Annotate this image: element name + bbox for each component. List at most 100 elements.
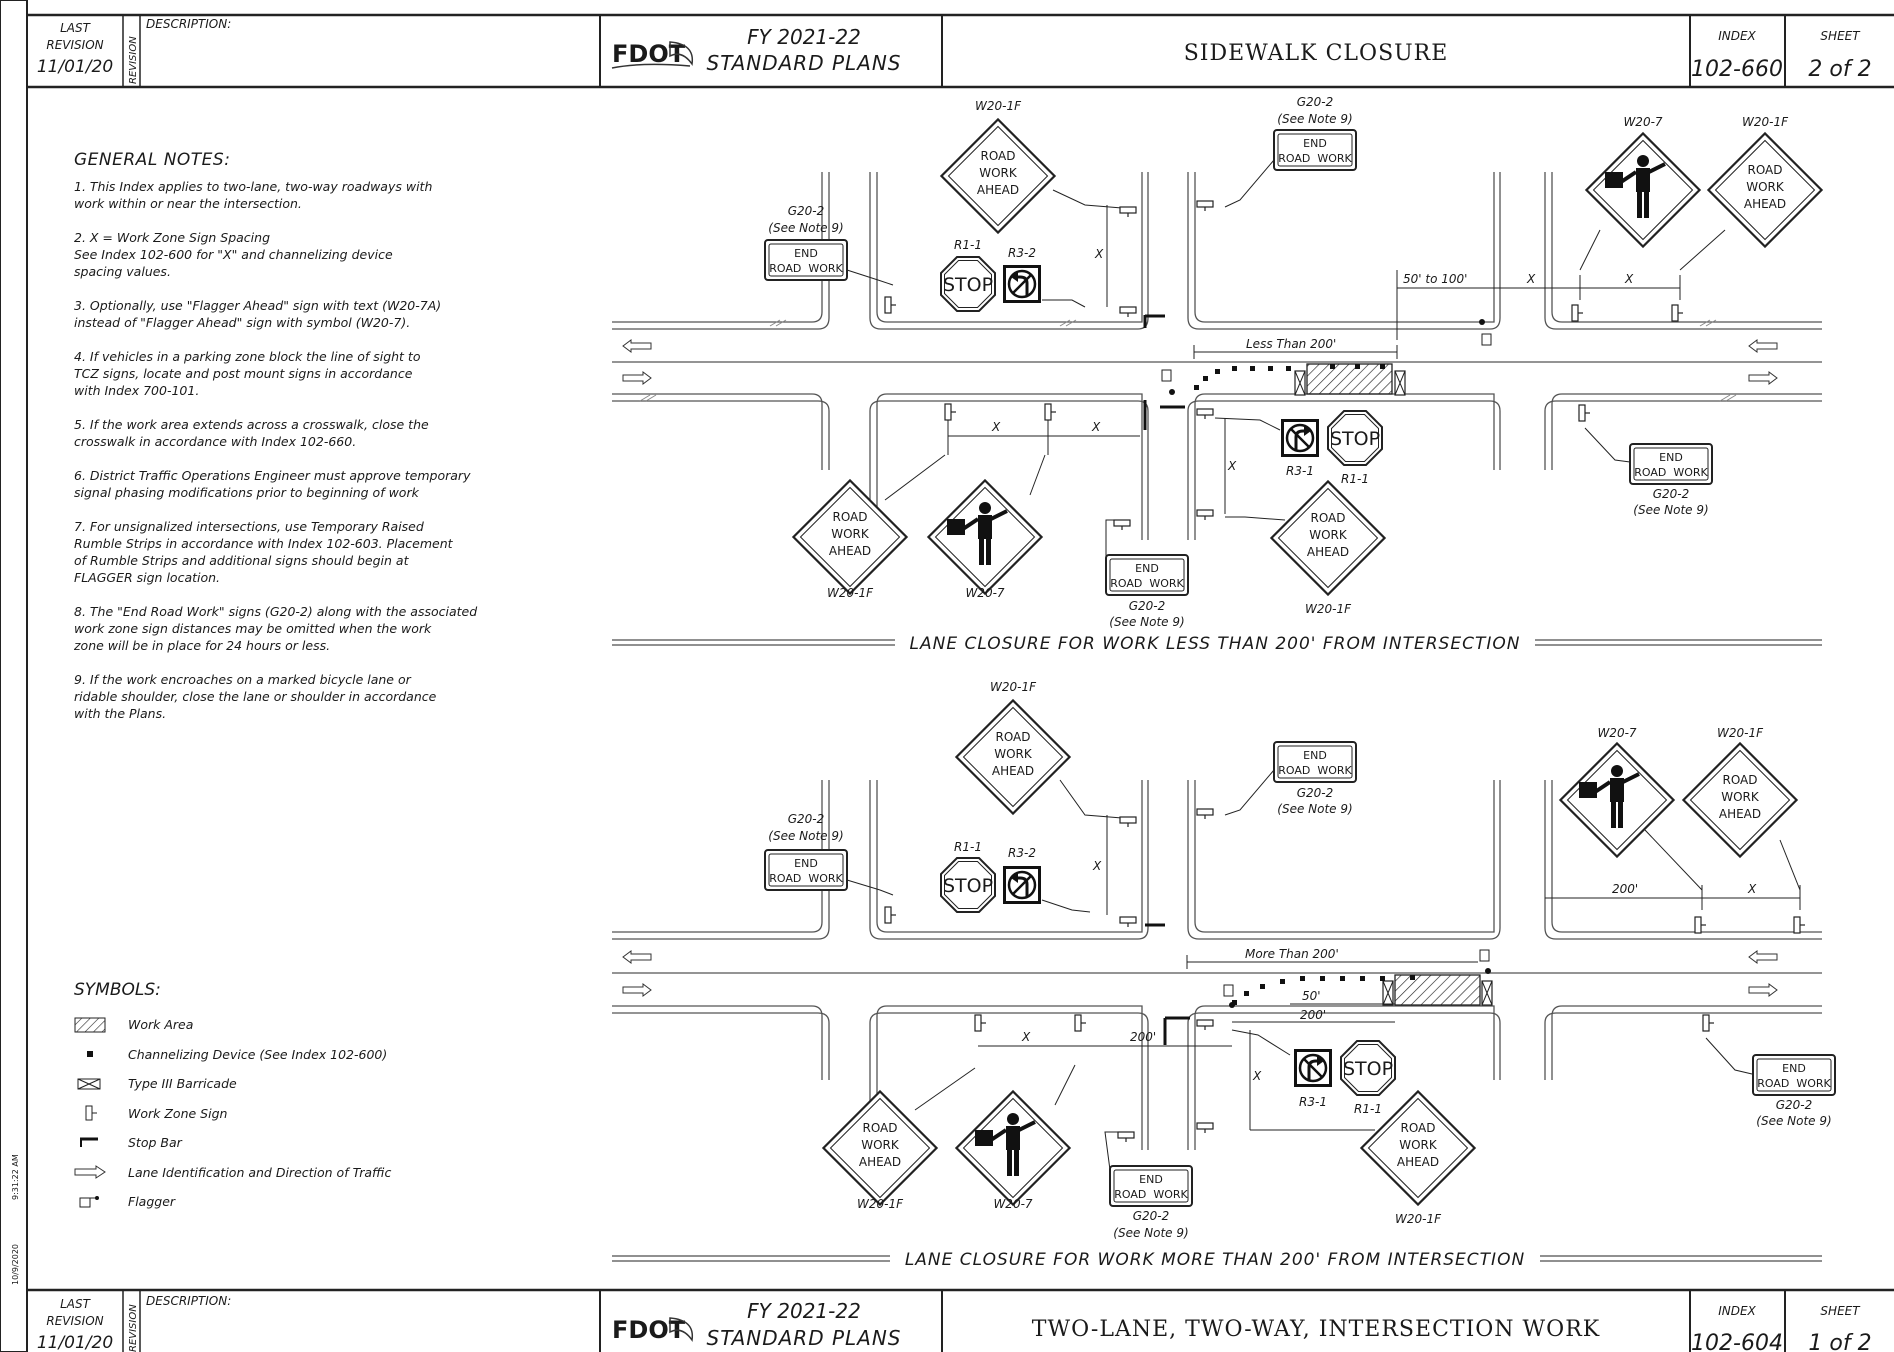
- symbols-heading: SYMBOLS:: [74, 980, 161, 1000]
- general-note-6: 6. District Traffic Operations Engineer …: [74, 468, 471, 500]
- sign-code: G20-2: [788, 204, 825, 218]
- sign-note: (See Note 9): [768, 221, 843, 235]
- dim-200: 200': [1300, 1008, 1326, 1022]
- legend-label: Work Area: [128, 1017, 194, 1033]
- dim-less-than-200: Less Than 200': [1246, 337, 1336, 351]
- channelizing-device-icon: [74, 1044, 128, 1064]
- legend-label: Flagger: [128, 1194, 176, 1210]
- flagger-ahead-sign: [1558, 741, 1676, 859]
- legend-item: Channelizing Device (See Index 102-600): [74, 1040, 494, 1070]
- sign-text: END: [1659, 451, 1683, 464]
- end-road-work-sign: END ROAD WORK: [1752, 1054, 1836, 1096]
- work-zone-sign: [1117, 1131, 1135, 1143]
- sign-code: G20-2: [1297, 786, 1334, 800]
- last-revision-date: 11/01/20: [37, 57, 113, 77]
- legend-label: Work Zone Sign: [128, 1105, 228, 1121]
- sign-text: AHEAD: [1397, 1155, 1439, 1169]
- upper-diagram-title: LANE CLOSURE FOR WORK LESS THAN 200' FRO…: [910, 634, 1521, 654]
- stop-bar-icon: [74, 1133, 128, 1153]
- sheet-value: 2 of 2: [1808, 57, 1871, 82]
- sign-code: W20-1F: [990, 680, 1037, 694]
- dim-x: X: [1091, 420, 1101, 434]
- work-zone-sign: [1119, 306, 1137, 318]
- sign-code: R3-2: [1008, 246, 1036, 260]
- sign-text: ROAD WORK: [769, 872, 843, 885]
- work-zone-sign: [1196, 1019, 1214, 1031]
- sign-text: ROAD: [1747, 163, 1782, 177]
- legend-item: Lane Identification and Direction of Tra…: [74, 1158, 494, 1188]
- sign-text: WORK: [1309, 528, 1348, 542]
- work-zone-sign: [1119, 816, 1137, 828]
- sign-text: AHEAD: [977, 183, 1019, 197]
- general-notes: GENERAL NOTES: 1. This Index applies to …: [74, 150, 504, 739]
- eastbound-lane-arrow-east: [1748, 983, 1778, 997]
- dim-x: X: [1252, 1069, 1262, 1083]
- bottom-index-label: INDEX: [1718, 1304, 1756, 1318]
- work-zone-sign: [1074, 1014, 1087, 1032]
- channelizing-devices: [1194, 364, 1385, 390]
- last-revision-label-2: REVISION: [46, 38, 103, 52]
- sign-note: (See Note 9): [768, 829, 843, 843]
- legend-item: Flagger: [74, 1187, 494, 1217]
- flagger: [1161, 369, 1175, 395]
- sign-note: (See Note 9): [1109, 615, 1184, 629]
- left-margin-bar: [0, 0, 28, 1352]
- sign-text: AHEAD: [1307, 545, 1349, 559]
- bottom-index-value: 102-604: [1691, 1331, 1783, 1352]
- legend-label: Lane Identification and Direction of Tra…: [128, 1164, 392, 1180]
- general-notes-heading: GENERAL NOTES:: [74, 150, 231, 170]
- sign-text: AHEAD: [829, 544, 871, 558]
- revision-vertical-label: REVISION: [128, 36, 139, 84]
- last-revision-label: LAST: [60, 21, 92, 35]
- sign-text: WORK: [1399, 1138, 1438, 1152]
- sign-text: END: [794, 247, 818, 260]
- bottom-description-label: DESCRIPTION:: [146, 1294, 231, 1308]
- sign-text: END: [794, 857, 818, 870]
- sign-text: ROAD: [862, 1121, 897, 1135]
- bottom-fiscal-year: FY 2021-22: [747, 1299, 861, 1323]
- flagger: [1479, 949, 1491, 974]
- work-zone-sign: [1671, 304, 1684, 322]
- sign-code: W20-7: [1597, 726, 1636, 740]
- work-zone-sign: [974, 1014, 987, 1032]
- sign-text: ROAD WORK: [1278, 152, 1352, 165]
- sign-text: ROAD WORK: [1110, 577, 1184, 590]
- flagger-ahead-sign: [1584, 131, 1702, 249]
- sign-note: (See Note 9): [1277, 802, 1352, 816]
- sheet-label: SHEET: [1820, 29, 1861, 43]
- channelizing-devices: [1232, 975, 1415, 1005]
- dim-200: 200': [1130, 1030, 1156, 1044]
- sign-text: WORK: [861, 1138, 900, 1152]
- general-note-9: 9. If the work encroaches on a marked bi…: [74, 672, 437, 721]
- sign-text: ROAD WORK: [769, 262, 843, 275]
- sign-text: AHEAD: [1744, 197, 1786, 211]
- sign-code: W20-1F: [975, 99, 1022, 113]
- sign-text: ROAD: [1310, 511, 1345, 525]
- standard-plans-label: STANDARD PLANS: [707, 51, 902, 75]
- eastbound-lane-arrow-east: [1748, 371, 1778, 385]
- fiscal-year: FY 2021-22: [747, 25, 861, 49]
- dim-200: 200': [1612, 882, 1638, 896]
- bottom-standard-plans-label: STANDARD PLANS: [707, 1326, 902, 1350]
- sign-code: W20-1F: [1395, 1212, 1442, 1226]
- sign-code: W20-1F: [1717, 726, 1764, 740]
- end-road-work-sign: END ROAD WORK: [764, 239, 848, 281]
- end-road-work-sign: END ROAD WORK: [1273, 129, 1357, 171]
- sign-text: END: [1135, 562, 1159, 575]
- sign-code: W20-7: [1623, 115, 1662, 129]
- no-left-turn-sign: [1001, 864, 1043, 906]
- end-road-work-sign: END ROAD WORK: [1273, 741, 1357, 783]
- work-zone-sign: [1694, 916, 1707, 934]
- sign-note: (See Note 9): [1633, 503, 1708, 517]
- stop-sign-text: STOP: [943, 875, 993, 897]
- sign-text: ROAD: [1722, 773, 1757, 787]
- sign-code: W20-1F: [1742, 115, 1789, 129]
- bottom-sheet-title: TWO-LANE, TWO-WAY, INTERSECTION WORK: [1032, 1317, 1600, 1342]
- dim-more-than-200: More Than 200': [1245, 947, 1339, 961]
- work-zone-sign: [1196, 509, 1214, 521]
- general-note-7: 7. For unsignalized intersections, use T…: [74, 519, 453, 585]
- eastbound-lane-arrow: [622, 983, 652, 997]
- type-iii-barricade: [1394, 370, 1406, 396]
- sheet-title: SIDEWALK CLOSURE: [1184, 41, 1449, 66]
- symbols-legend: SYMBOLS: Work Area Channelizing Device (…: [74, 980, 494, 1217]
